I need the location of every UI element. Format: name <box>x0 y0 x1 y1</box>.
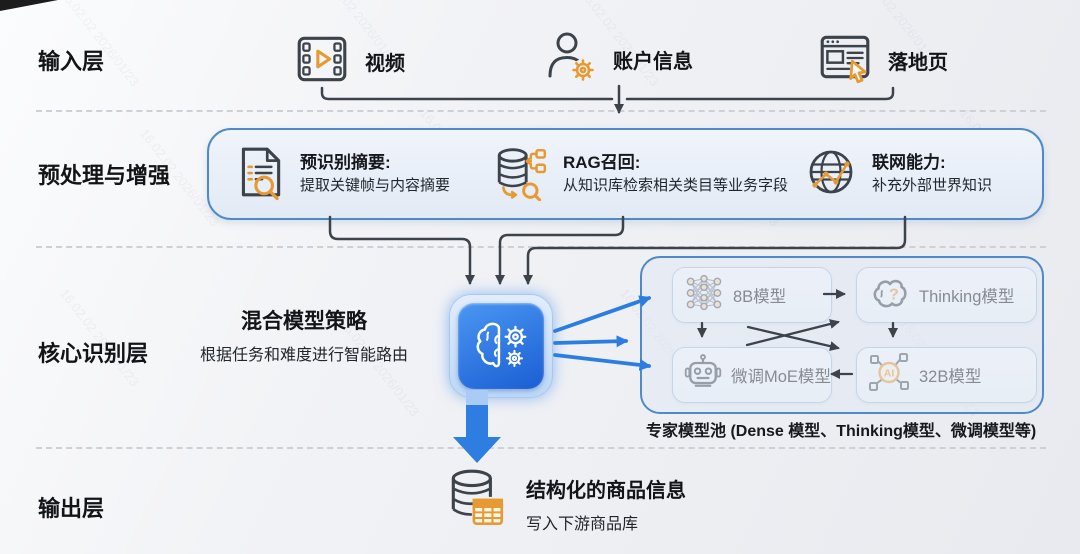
layer-divider-2 <box>36 246 1046 248</box>
strategy-desc: 根据任务和难度进行智能路由 <box>199 347 408 364</box>
output-title: 结构化的商品信息 <box>526 480 686 502</box>
arrow-router-moe <box>553 353 652 371</box>
globe-icon <box>803 144 859 205</box>
router-output-arrow <box>453 390 501 463</box>
core-layer-label: 核心识别层 <box>38 341 149 366</box>
landing-page-icon <box>816 30 874 91</box>
doc-search-icon <box>233 143 287 206</box>
band-item-web: 联网能力: 补充外部世界知识 <box>803 144 992 204</box>
connector-summary-router <box>328 215 475 285</box>
band-rag-desc: 从知识库检索相关类目等业务字段 <box>563 177 789 195</box>
input-account-label: 账户信息 <box>613 51 693 73</box>
input-layer-label: 输入层 <box>38 49 105 74</box>
database-table-icon <box>446 466 508 539</box>
input-landing-label: 落地页 <box>888 52 948 74</box>
video-icon <box>293 30 351 93</box>
connector-rag-router <box>495 215 625 285</box>
band-item-summary: 预识别摘要: 提取关键帧与内容摘要 <box>233 144 450 204</box>
band-web-desc: 补充外部世界知识 <box>872 177 993 195</box>
input-item-video: 视频 <box>293 30 405 93</box>
band-web-title: 联网能力: <box>872 152 946 172</box>
input-item-landing: 落地页 <box>816 30 948 91</box>
rag-db-icon <box>492 143 550 206</box>
band-summary-title: 预识别摘要: <box>300 152 391 172</box>
output-layer-label: 输出层 <box>38 496 105 521</box>
arrow-router-pool <box>553 335 629 348</box>
scan-artifact <box>0 0 58 11</box>
arrow-router-8b <box>553 295 652 333</box>
input-video-label: 视频 <box>365 53 405 75</box>
strategy-title: 混合模型策略 <box>241 310 367 333</box>
preprocess-band: 预识别摘要: 提取关键帧与内容摘要 <box>207 128 1044 220</box>
preprocess-layer-label: 预处理与增强 <box>38 163 171 188</box>
layer-divider-3 <box>36 447 1046 449</box>
input-item-account: 账户信息 <box>543 28 693 91</box>
pool-caption: 专家模型池 (Dense 模型、Thinking模型、微调模型等) <box>646 423 1037 440</box>
account-icon <box>543 28 599 91</box>
output-item: 结构化的商品信息 写入下游商品库 <box>446 466 686 539</box>
layer-divider-1 <box>36 110 1046 112</box>
strategy-text: 混合模型策略 根据任务和难度进行智能路由 <box>158 305 450 365</box>
output-desc: 写入下游商品库 <box>526 516 639 533</box>
output-arrow-head <box>453 405 501 463</box>
band-item-rag: RAG召回: 从知识库检索相关类目等业务字段 <box>492 144 788 204</box>
expert-model-pool <box>640 256 1044 414</box>
band-rag-title: RAG召回: <box>563 152 641 172</box>
model-router <box>449 294 553 398</box>
band-summary-desc: 提取关键帧与内容摘要 <box>300 177 451 195</box>
brain-gears-icon <box>458 303 544 389</box>
router-fanout-arrows <box>553 295 652 371</box>
